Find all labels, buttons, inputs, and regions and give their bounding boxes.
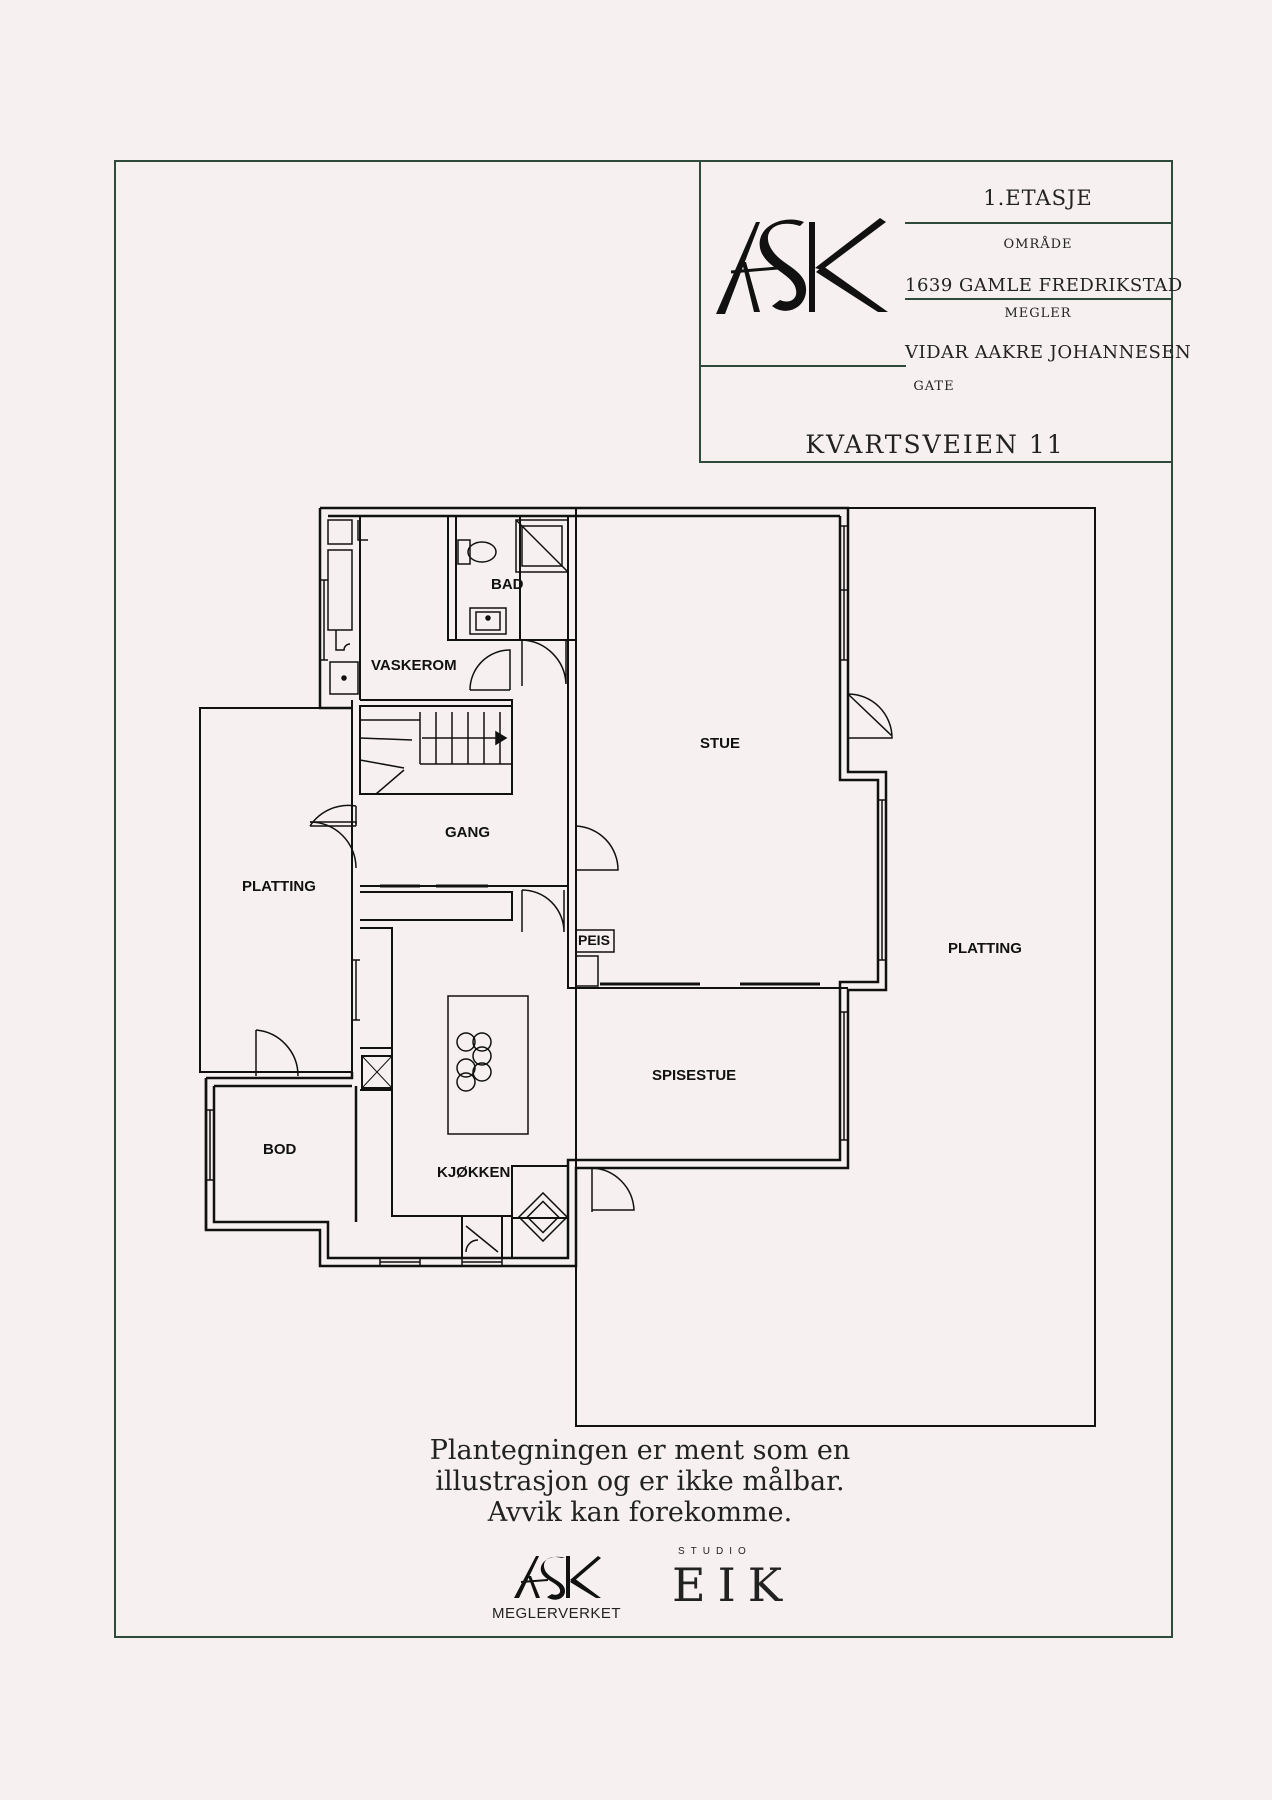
disclaimer-line: illustrasjon og er ikke målbar. xyxy=(435,1466,845,1497)
broker-value: VIDAR AAKRE JOHANNESEN xyxy=(905,342,1192,363)
disclaimer-line: Plantegningen er ment som en xyxy=(429,1435,851,1466)
room-label-vaskerom: VASKEROM xyxy=(371,657,457,674)
room-label-stue: STUE xyxy=(700,735,741,752)
area-value: 1639 GAMLE FREDRIKSTAD xyxy=(905,275,1183,296)
room-label-peis: PEIS xyxy=(578,932,610,948)
room-label-gang: GANG xyxy=(445,824,490,841)
disclaimer: Plantegningen er ment som en illustrasjo… xyxy=(380,1435,900,1528)
ask-logo xyxy=(716,218,888,314)
title-block-divider xyxy=(905,298,1171,300)
doors xyxy=(255,639,893,1212)
street-value: KVARTSVEIEN 11 xyxy=(805,430,1065,459)
area-label: OMRÅDE xyxy=(1003,237,1073,252)
fixtures xyxy=(327,519,615,1253)
broker-label: MEGLER xyxy=(1004,306,1072,321)
room-label-platting-left: PLATTING xyxy=(242,878,316,895)
disclaimer-line: Avvik kan forekomme. xyxy=(487,1497,793,1528)
title-block-logo-cell xyxy=(699,162,906,367)
ask-logo-small xyxy=(514,1556,601,1600)
title-block-divider xyxy=(905,222,1171,224)
windows xyxy=(206,525,886,1266)
room-label-spisestue: SPISESTUE xyxy=(652,1067,737,1084)
floor-label: 1.ETASJE xyxy=(983,186,1093,210)
ask-logo-subtitle: MEGLERVERKET xyxy=(492,1605,622,1622)
room-label-bod: BOD xyxy=(263,1141,297,1158)
eik-logo-studio: STUDIO xyxy=(678,1546,752,1557)
room-label-platting-right: PLATTING xyxy=(948,940,1022,957)
room-label-bad: BAD xyxy=(491,576,524,593)
deck-right xyxy=(575,507,1096,1427)
room-label-kjokken: KJØKKEN xyxy=(437,1164,511,1181)
interior-walls xyxy=(351,516,848,1259)
title-block-street-cell xyxy=(699,366,1171,463)
eik-logo: EIK xyxy=(672,1558,795,1612)
street-label: GATE xyxy=(913,379,955,394)
drawing-frame xyxy=(114,160,1173,1638)
